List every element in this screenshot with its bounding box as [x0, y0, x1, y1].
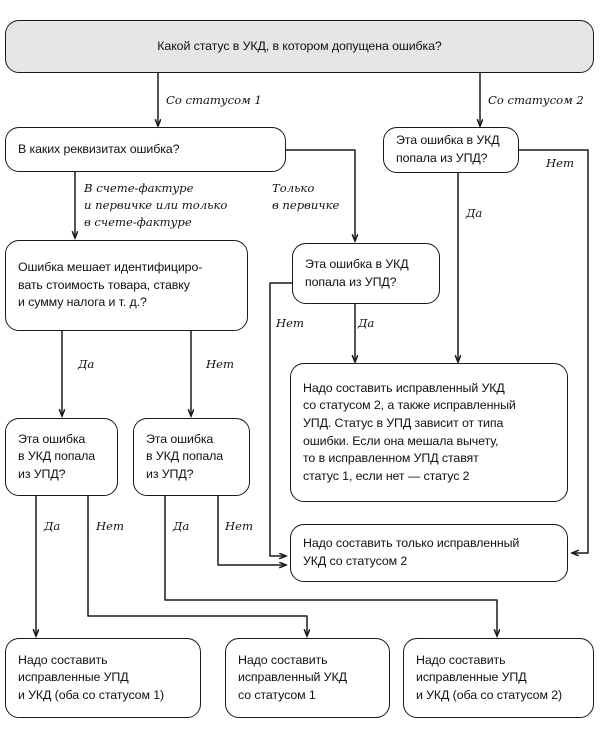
node-root-question[interactable]: Какой статус в УКД, в котором допущена о…: [5, 20, 594, 73]
edge-label-only-primary: Только в первичке: [272, 181, 340, 212]
edge-label-net-hinders: Нет: [206, 357, 234, 371]
node-result-only-corrected-ukd2[interactable]: Надо составить только исправленный УКД с…: [290, 524, 568, 582]
edge-label-status2: Со статусом 2: [488, 93, 584, 107]
node-result-bottom-status1-both[interactable]: Надо составить исправленные УПД и УКД (о…: [5, 638, 201, 718]
node-result-corrected-ukd2-and-upd-text: Надо составить исправленный УКД со стату…: [303, 380, 516, 483]
node-upd-mid-question-text: Эта ошибка в УКД попала из УПД?: [305, 256, 409, 289]
node-result-bottom-status2-both-text: Надо составить исправленные УПД и УКД (о…: [416, 652, 563, 702]
edge-label-da-left2: Да: [173, 519, 190, 533]
node-requisites-question-text: В каких реквизитах ошибка?: [18, 141, 180, 156]
node-result-bottom-ukd-status1-text: Надо составить исправленный УКД со стату…: [238, 652, 347, 702]
node-result-corrected-ukd2-and-upd[interactable]: Надо составить исправленный УКД со стату…: [290, 363, 568, 502]
edge-upd-left1-net-to-bottom2: [87, 495, 307, 636]
node-upd-left2-question-text: Эта ошибка в УКД попала из УПД?: [146, 431, 224, 481]
node-upd-right-question[interactable]: Эта ошибка в УКД попала из УПД?: [383, 127, 519, 173]
edge-label-status1: Со статусом 1: [166, 93, 262, 107]
edge-label-net-mid: Нет: [276, 316, 304, 330]
node-hinders-question[interactable]: Ошибка мешает идентифициро- вать стоимос…: [5, 240, 248, 331]
node-root-question-text: Какой статус в УКД, в котором допущена о…: [157, 38, 442, 53]
edge-label-da-mid: Да: [358, 316, 375, 330]
edge-label-da-hinders: Да: [78, 357, 95, 371]
node-result-bottom-ukd-status1[interactable]: Надо составить исправленный УКД со стату…: [225, 638, 390, 718]
node-result-bottom-status1-both-text: Надо составить исправленные УПД и УКД (о…: [18, 652, 165, 702]
edge-label-net-left1: Нет: [96, 519, 124, 533]
edge-label-net-left2: Нет: [225, 519, 253, 533]
node-upd-left1-question-text: Эта ошибка в УКД попала из УПД?: [18, 431, 96, 481]
edge-label-invoice-and-primary: В счете-фактуре и первичке или только в …: [84, 181, 228, 229]
edge-label-da-right: Да: [466, 206, 483, 220]
edge-label-da-left1: Да: [44, 519, 61, 533]
node-result-bottom-status2-both[interactable]: Надо составить исправленные УПД и УКД (о…: [403, 638, 594, 718]
node-upd-left2-question[interactable]: Эта ошибка в УКД попала из УПД?: [133, 418, 250, 496]
node-upd-right-question-text: Эта ошибка в УКД попала из УПД?: [396, 133, 500, 165]
node-upd-mid-question[interactable]: Эта ошибка в УКД попала из УПД?: [292, 243, 440, 304]
node-hinders-question-text: Ошибка мешает идентифициро- вать стоимос…: [18, 260, 203, 310]
edge-label-net-right: Нет: [546, 156, 574, 170]
node-requisites-question[interactable]: В каких реквизитах ошибка?: [5, 127, 286, 172]
node-result-only-corrected-ukd2-text: Надо составить только исправленный УКД с…: [303, 536, 520, 568]
node-upd-left1-question[interactable]: Эта ошибка в УКД попала из УПД?: [5, 418, 118, 496]
